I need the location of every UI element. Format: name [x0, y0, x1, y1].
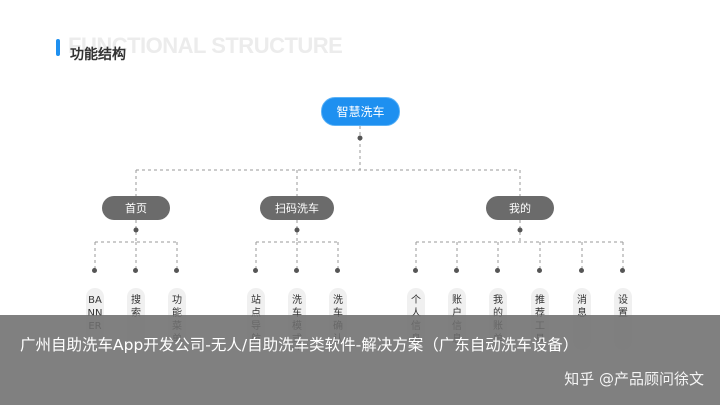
- leaf-dot: [335, 268, 340, 273]
- title-accent-bar: [56, 39, 60, 56]
- background-title: FUNCTIONAL STRUCTURE: [68, 33, 343, 58]
- leaf-dot: [620, 268, 625, 273]
- leaf-dot: [133, 268, 138, 273]
- leaf-dot: [454, 268, 459, 273]
- leaf-dot: [495, 268, 500, 273]
- node-mine: 我的: [486, 196, 554, 220]
- section-title: 功能结构: [70, 47, 126, 63]
- node-home: 首页: [102, 196, 170, 220]
- node-scan-wash: 扫码洗车: [260, 196, 334, 220]
- leaf-dot: [537, 268, 542, 273]
- watermark: 知乎 @产品顾问徐文: [564, 370, 704, 388]
- leaf-dot: [253, 268, 258, 273]
- leaf-dot: [579, 268, 584, 273]
- leaf-dot: [174, 268, 179, 273]
- root-node: 智慧洗车: [321, 97, 400, 126]
- caption-banner: [0, 315, 720, 405]
- caption-text: 广州自助洗车App开发公司-无人/自助洗车类软件-解决方案（广东自动洗车设备）: [20, 336, 579, 354]
- leaf-dot: [92, 268, 97, 273]
- leaf-dot: [413, 268, 418, 273]
- leaf-dot: [294, 268, 299, 273]
